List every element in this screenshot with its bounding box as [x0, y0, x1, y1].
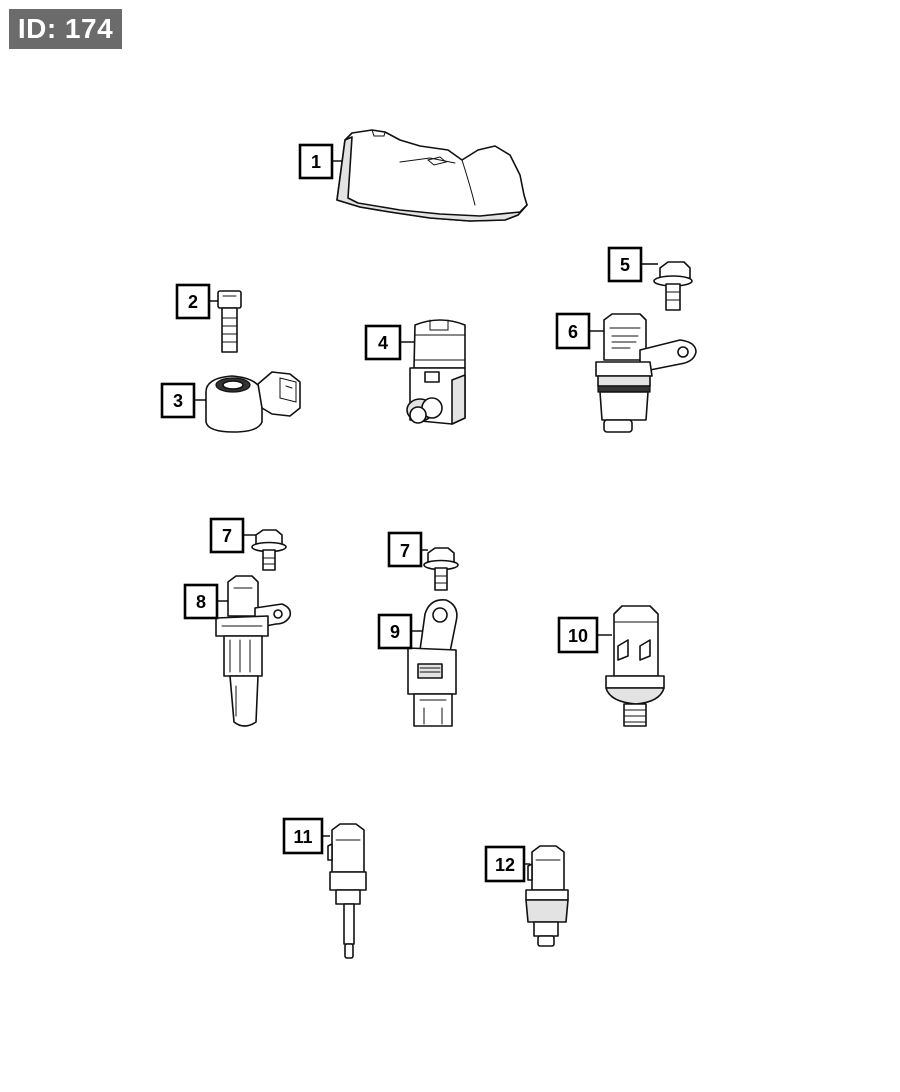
part-11-temp-sensor [327, 823, 367, 959]
part-7-bolt-left [251, 529, 287, 571]
callout-4: 4 [364, 324, 414, 361]
callout-9: 9 [377, 613, 422, 650]
part-6-cam-sensor [595, 313, 697, 433]
callout-5: 5 [607, 246, 658, 283]
callout-1: 1 [298, 143, 342, 180]
part-9-sensor [407, 598, 458, 727]
callout-3: 3 [160, 382, 206, 419]
part-12-switch [525, 845, 569, 947]
part-10-pressure-sensor [605, 605, 665, 727]
callout-11: 11 [282, 817, 330, 855]
id-badge: ID: 174 [9, 9, 122, 49]
part-8-crank-sensor [215, 575, 292, 727]
part-7-bolt-right [423, 547, 459, 591]
callout-label-6: 6 [568, 322, 578, 342]
callout-label-5: 5 [620, 255, 630, 275]
part-3-knock-sensor [205, 371, 301, 433]
callout-2: 2 [175, 283, 218, 320]
part-4-sensor [406, 319, 466, 425]
callout-label-10: 10 [568, 626, 588, 646]
callout-label-12: 12 [495, 855, 515, 875]
callout-label-9: 9 [390, 622, 400, 642]
callout-label-2: 2 [188, 292, 198, 312]
callout-label-7-right: 7 [400, 541, 410, 561]
callout-label-8: 8 [196, 592, 206, 612]
callout-label-11: 11 [293, 827, 312, 847]
callout-label-1: 1 [311, 152, 321, 172]
callout-6: 6 [555, 312, 604, 350]
part-5-bolt [653, 261, 693, 311]
part-2-bolt [217, 290, 242, 353]
callout-12: 12 [484, 845, 530, 883]
callout-label-4: 4 [378, 333, 388, 353]
callout-10: 10 [557, 616, 612, 654]
callout-7-right: 7 [387, 531, 428, 568]
callout-label-7-left: 7 [222, 526, 232, 546]
callout-label-3: 3 [173, 391, 183, 411]
part-1-cover [336, 129, 528, 222]
callout-8: 8 [183, 583, 228, 620]
callout-7-left: 7 [209, 517, 256, 554]
